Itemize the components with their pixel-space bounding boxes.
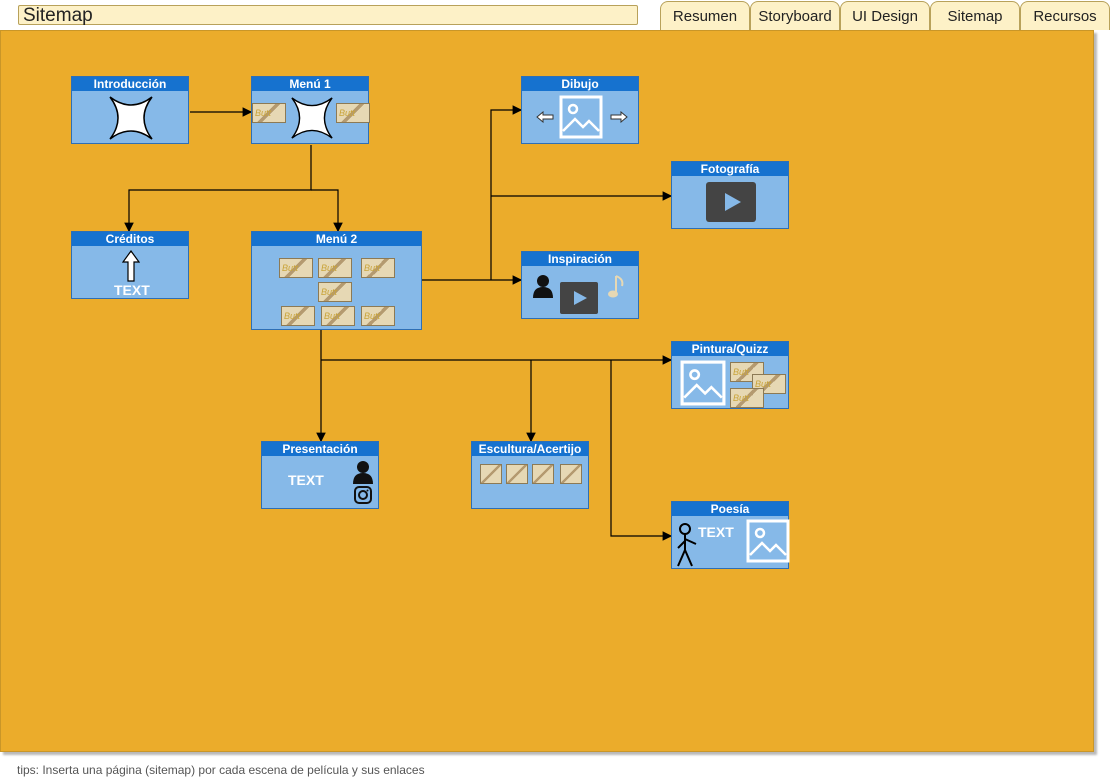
tab-storyboard[interactable]: Storyboard bbox=[750, 1, 840, 30]
node-escultura[interactable]: Escultura/Acertijo bbox=[471, 441, 589, 509]
video-play-icon bbox=[706, 182, 756, 222]
link-menu2-dibujo bbox=[490, 105, 523, 280]
node-menu2[interactable]: Menú 2 Butt Butt Butt Butt Butt Butt But… bbox=[251, 231, 422, 330]
stick-figure-icon bbox=[677, 523, 697, 567]
button-placeholder bbox=[480, 464, 502, 484]
node-title: Pintura/Quizz bbox=[672, 342, 788, 356]
button-placeholder bbox=[560, 464, 582, 484]
node-poesia[interactable]: Poesía TEXT bbox=[671, 501, 790, 569]
star-shape-icon bbox=[109, 96, 153, 140]
user-icon bbox=[533, 275, 553, 298]
node-text: TEXT bbox=[698, 524, 734, 540]
node-title: Inspiración bbox=[522, 252, 638, 266]
user-icon bbox=[353, 461, 373, 484]
instagram-icon bbox=[354, 486, 372, 504]
link-menu1-menu2 bbox=[311, 189, 343, 233]
tab-resumen[interactable]: Resumen bbox=[660, 1, 750, 30]
button-placeholder: Butt bbox=[318, 258, 352, 278]
button-placeholder: Butt bbox=[252, 103, 286, 123]
node-title: Fotografía bbox=[672, 162, 788, 176]
button-placeholder: Butt bbox=[730, 388, 764, 408]
node-text: TEXT bbox=[114, 282, 150, 298]
left-arrow-icon bbox=[536, 111, 554, 123]
node-menu1[interactable]: Menú 1 Butt Butt bbox=[251, 76, 370, 144]
node-title: Menú 1 bbox=[252, 77, 368, 91]
button-placeholder: Butt bbox=[318, 282, 352, 302]
tab-label: Sitemap bbox=[947, 8, 1003, 25]
tab-recursos[interactable]: Recursos bbox=[1020, 1, 1110, 30]
right-arrow-icon bbox=[610, 111, 628, 123]
page-title: Sitemap bbox=[18, 5, 638, 26]
tab-label: UI Design bbox=[852, 8, 918, 25]
music-note-icon bbox=[608, 275, 624, 298]
node-title: Introducción bbox=[72, 77, 188, 91]
node-inspiracion[interactable]: Inspiración bbox=[521, 251, 639, 319]
button-placeholder bbox=[532, 464, 554, 484]
node-title: Créditos bbox=[72, 232, 188, 246]
button-placeholder: Butt bbox=[279, 258, 313, 278]
node-pintura[interactable]: Pintura/Quizz Butt Butt Butt bbox=[671, 341, 789, 409]
image-icon bbox=[559, 95, 603, 139]
node-title: Poesía bbox=[672, 502, 788, 516]
tab-label: Resumen bbox=[672, 8, 738, 25]
connectors bbox=[124, 105, 673, 541]
tab-ui-design[interactable]: UI Design bbox=[840, 1, 930, 30]
node-fotografia[interactable]: Fotografía bbox=[671, 161, 789, 229]
star-shape-icon bbox=[291, 97, 333, 139]
tab-label: Storyboard bbox=[758, 8, 832, 25]
tab-sitemap[interactable]: Sitemap bbox=[930, 1, 1020, 30]
up-arrow-icon bbox=[122, 250, 140, 282]
node-title: Menú 2 bbox=[252, 232, 421, 246]
link-menu1-branch bbox=[124, 145, 312, 233]
button-placeholder bbox=[506, 464, 528, 484]
button-placeholder: Butt bbox=[361, 306, 395, 326]
node-title: Escultura/Acertijo bbox=[472, 442, 588, 456]
button-placeholder: Butt bbox=[321, 306, 355, 326]
node-dibujo[interactable]: Dibujo bbox=[521, 76, 639, 144]
node-creditos[interactable]: Créditos TEXT bbox=[71, 231, 189, 299]
sitemap-canvas: Introducción Menú 1 Butt Butt Créditos T… bbox=[0, 30, 1094, 752]
node-presentacion[interactable]: Presentación TEXT bbox=[261, 441, 379, 509]
node-title: Dibujo bbox=[522, 77, 638, 91]
image-icon bbox=[746, 519, 790, 563]
node-text: TEXT bbox=[288, 472, 324, 488]
video-play-icon bbox=[560, 282, 598, 314]
node-title: Presentación bbox=[262, 442, 378, 456]
button-placeholder: Butt bbox=[336, 103, 370, 123]
button-placeholder: Butt bbox=[281, 306, 315, 326]
button-placeholder: Butt bbox=[361, 258, 395, 278]
link-menu2-poesia bbox=[610, 360, 673, 541]
tab-label: Recursos bbox=[1033, 8, 1097, 25]
tips-text: tips: Inserta una página (sitemap) por c… bbox=[17, 763, 425, 777]
node-introduccion[interactable]: Introducción bbox=[71, 76, 189, 144]
image-icon bbox=[680, 360, 726, 406]
